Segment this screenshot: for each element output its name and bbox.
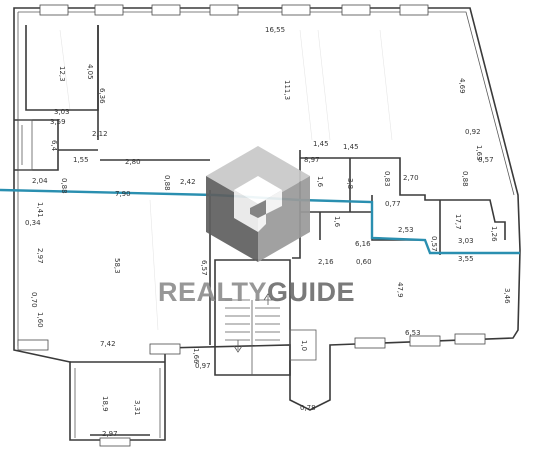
stair-steps <box>225 299 280 341</box>
svg-text:0,88: 0,88 <box>60 178 68 194</box>
svg-text:2,80: 2,80 <box>125 158 141 166</box>
svg-text:2,04: 2,04 <box>32 177 48 185</box>
svg-text:3,8: 3,8 <box>346 178 354 189</box>
svg-text:6,53: 6,53 <box>405 329 421 337</box>
svg-text:1,6: 1,6 <box>333 216 341 228</box>
svg-text:1,6: 1,6 <box>316 176 324 188</box>
svg-text:4,05: 4,05 <box>86 64 94 80</box>
svg-text:6,16: 6,16 <box>355 240 371 248</box>
stair-up-arrow <box>263 293 273 305</box>
area-room-right-mid: 17,7 <box>454 214 462 230</box>
svg-text:0,34: 0,34 <box>25 219 41 227</box>
svg-text:0,70: 0,70 <box>30 292 38 308</box>
watermark-brand-text: REALTYGUIDE <box>158 277 355 307</box>
dim-top-width: 16,55 <box>265 26 285 34</box>
svg-text:3,59: 3,59 <box>50 118 66 126</box>
area-room-bottom-small: 18,9 <box>101 396 109 412</box>
top-windows <box>39 4 429 16</box>
svg-text:0,88: 0,88 <box>461 171 469 187</box>
stairwell <box>214 259 291 376</box>
svg-text:2,97: 2,97 <box>102 430 118 438</box>
logo-hex-inner-left <box>234 190 258 232</box>
svg-text:0,78: 0,78 <box>300 404 316 412</box>
watermark-logo: REALTYGUIDE <box>158 146 355 307</box>
svg-text:3,55: 3,55 <box>458 255 474 263</box>
svg-text:1,26: 1,26 <box>490 226 498 242</box>
logo-hex-right-face <box>258 176 310 262</box>
svg-text:0,83: 0,83 <box>383 171 391 187</box>
room-area-labels: 12,3 111,3 6,4 58,3 17,7 47,9 18,9 1,6 3… <box>50 66 462 412</box>
svg-text:0,57: 0,57 <box>430 236 438 252</box>
svg-text:0,97: 0,97 <box>195 362 211 370</box>
logo-hex-inner-right <box>258 190 282 232</box>
svg-text:2,97: 2,97 <box>36 248 44 264</box>
area-room-small-left: 6,4 <box>50 140 58 152</box>
svg-text:2,12: 2,12 <box>92 130 108 138</box>
outer-wall-top <box>13 7 521 441</box>
svg-text:3,03: 3,03 <box>54 108 70 116</box>
svg-text:1,41: 1,41 <box>36 202 44 218</box>
faint-scan-lines <box>59 29 393 331</box>
svg-text:7,42: 7,42 <box>100 340 116 348</box>
logo-hex-core <box>250 200 266 218</box>
stair-down-arrow <box>233 340 243 353</box>
svg-text:7,90: 7,90 <box>115 190 131 198</box>
svg-text:0,60: 0,60 <box>356 258 372 266</box>
area-room-right-bottom: 47,9 <box>396 282 404 298</box>
svg-text:2,16: 2,16 <box>318 258 334 266</box>
logo-hex-left-face <box>206 176 258 262</box>
svg-text:0,92: 0,92 <box>465 128 481 136</box>
area-room-big-left: 58,3 <box>113 258 121 274</box>
svg-text:1,63: 1,63 <box>475 145 483 161</box>
svg-text:3,46: 3,46 <box>503 288 511 304</box>
svg-text:3,03: 3,03 <box>458 237 474 245</box>
svg-text:6,36: 6,36 <box>98 88 106 104</box>
svg-text:2,70: 2,70 <box>403 174 419 182</box>
svg-text:1,45: 1,45 <box>313 140 329 148</box>
svg-text:1,55: 1,55 <box>73 156 89 164</box>
svg-text:2,53: 2,53 <box>398 226 414 234</box>
svg-text:3,31: 3,31 <box>133 400 141 416</box>
bottom-windows <box>17 333 486 447</box>
svg-text:6,57: 6,57 <box>200 260 208 276</box>
svg-text:1,45: 1,45 <box>343 143 359 151</box>
svg-text:4,69: 4,69 <box>458 78 466 94</box>
svg-text:0,88: 0,88 <box>163 175 171 191</box>
svg-text:1,66: 1,66 <box>192 348 200 364</box>
svg-text:8,97: 8,97 <box>304 156 320 164</box>
svg-text:1,0: 1,0 <box>300 340 308 351</box>
small-shafts <box>17 119 317 361</box>
svg-text:0,77: 0,77 <box>385 200 401 208</box>
svg-text:0,57: 0,57 <box>478 156 494 164</box>
area-room-top-left: 12,3 <box>58 66 66 82</box>
svg-text:2,42: 2,42 <box>180 178 196 186</box>
dimension-labels: 16,55 4,69 4,05 6,36 3,03 3,59 2,12 1,55… <box>25 26 511 438</box>
svg-text:1,60: 1,60 <box>36 312 44 328</box>
area-room-big-top: 111,3 <box>283 80 291 100</box>
